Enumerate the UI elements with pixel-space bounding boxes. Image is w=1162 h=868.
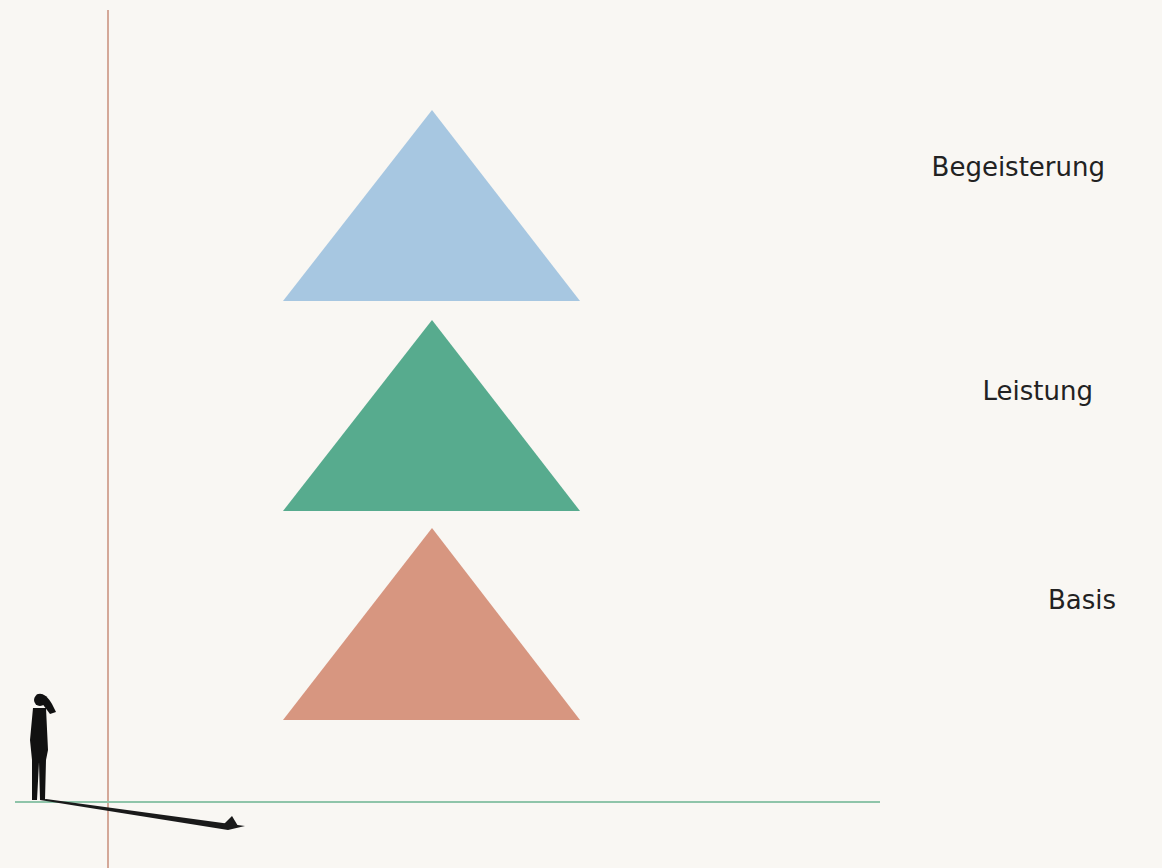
person-shadow (40, 799, 245, 830)
level-label: Leistung (983, 376, 1093, 407)
vertical-axis (107, 10, 109, 868)
person-figure (30, 694, 245, 830)
triangle-middle (283, 320, 580, 511)
level-label: Begeisterung (932, 152, 1105, 183)
level-label: Basis (1048, 585, 1116, 616)
triangle-top (283, 110, 580, 301)
triangle-bottom (283, 528, 580, 720)
horizontal-axis (15, 801, 880, 803)
